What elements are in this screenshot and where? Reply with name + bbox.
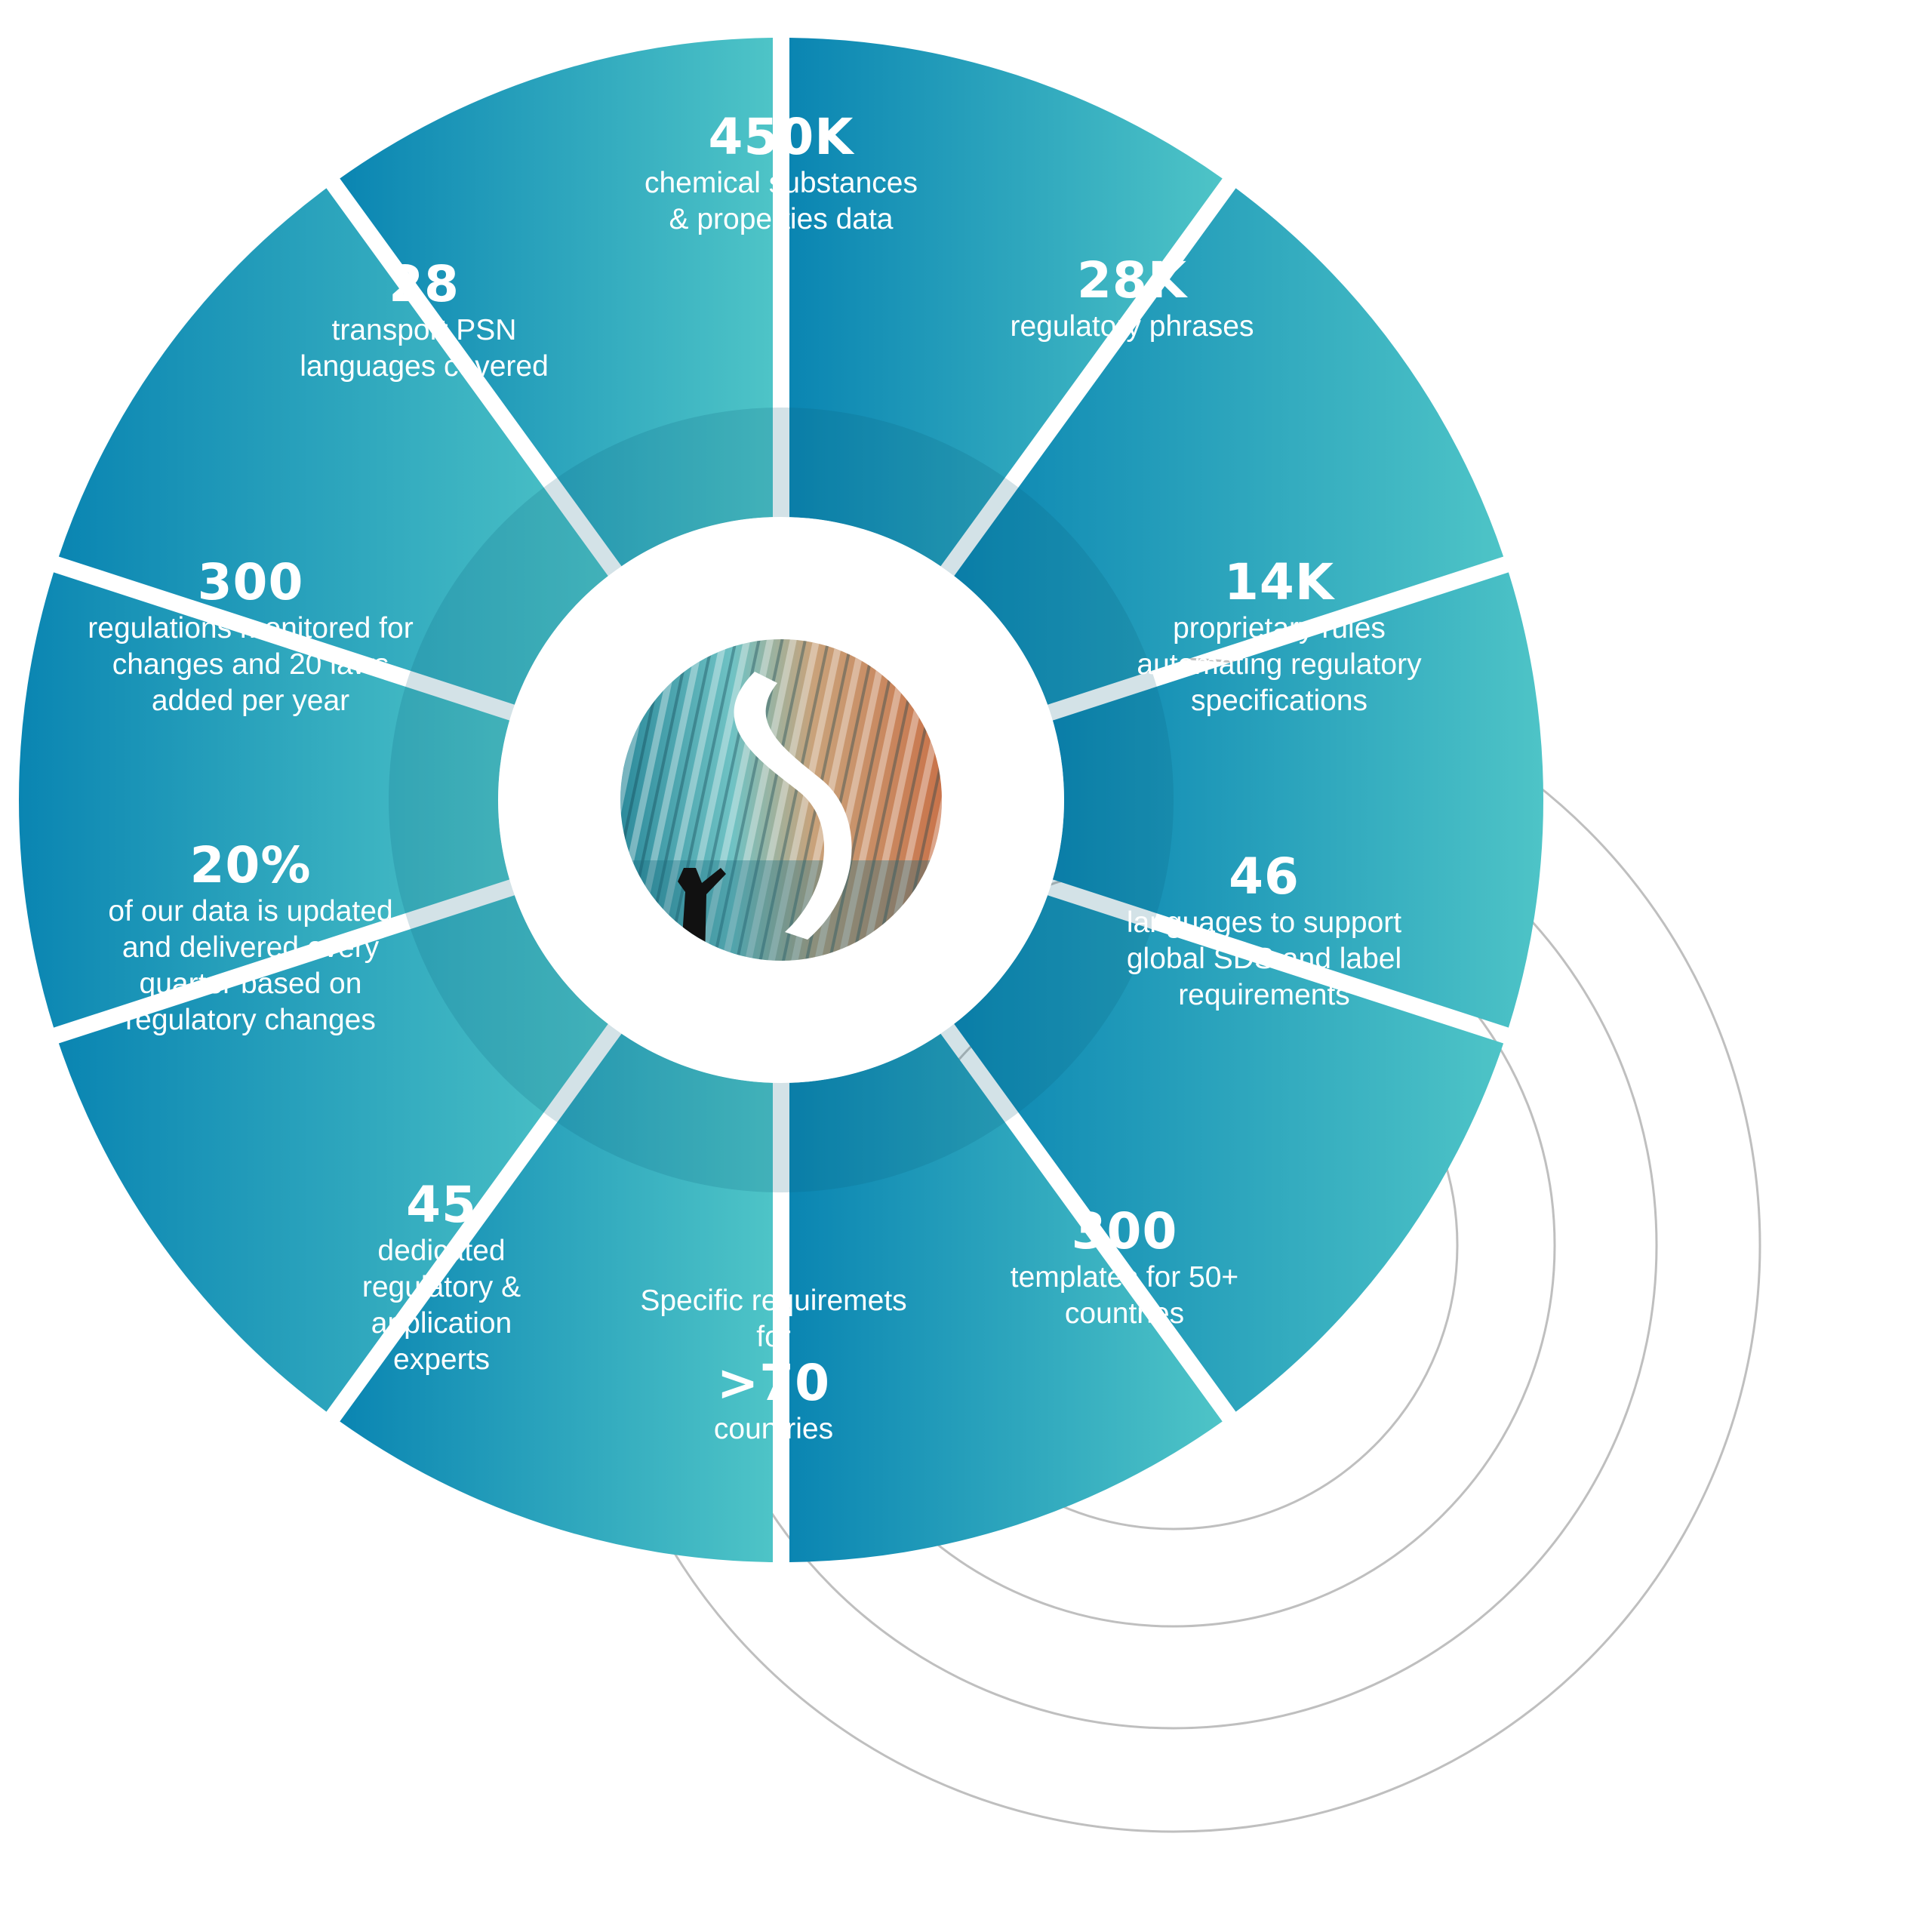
segment-description: languages to support global SDS and labe…	[1126, 906, 1402, 1011]
s-logo-photo-icon	[620, 639, 942, 961]
segment-value: 450K	[708, 108, 854, 166]
wheel-segment-experts	[340, 1033, 774, 1562]
segment-description: Specific requiremets for	[640, 1284, 907, 1353]
wheel-segment-substances	[340, 38, 774, 567]
wheel-segments	[19, 38, 1543, 1562]
segment-value: >70	[716, 1354, 831, 1412]
segment-value: 300	[1071, 1202, 1178, 1260]
segment-value: 45	[406, 1176, 477, 1234]
segment-label-updates: 20%of our data is updated and delivered …	[92, 838, 409, 1038]
segment-value: 14K	[1224, 553, 1334, 611]
segment-description: dedicated regulatory & application exper…	[361, 1235, 521, 1376]
segment-description: of our data is updated and delivered eve…	[108, 895, 393, 1036]
segment-value: 20%	[189, 836, 312, 894]
segment-description: chemical substances & properties data	[644, 167, 918, 235]
segment-description: countries	[713, 1413, 834, 1445]
wheel-segment-psn	[58, 188, 608, 705]
wheel-segment-regulations	[19, 572, 510, 1028]
segment-description: regulations monitored for changes and 20…	[88, 612, 414, 717]
segment-description: templates for 50+ countries	[1010, 1261, 1239, 1330]
wheel-segment-countries	[789, 1033, 1223, 1562]
segment-value: 28K	[1077, 251, 1187, 309]
segment-value: 46	[1229, 848, 1300, 906]
segment-value: 28	[389, 255, 460, 313]
segment-description: proprietary rules automating regulatory …	[1137, 612, 1422, 717]
wheel-segment-languages	[1052, 572, 1543, 1028]
wheel-segment-updates	[58, 895, 608, 1412]
wheel-segment-phrases	[789, 38, 1223, 567]
segment-description: transport PSN languages covered	[300, 314, 549, 383]
s-mark	[734, 672, 852, 940]
wheel-segment-rules	[954, 188, 1504, 705]
wheel-segment-templates	[954, 895, 1504, 1412]
segment-description: regulatory phrases	[1010, 310, 1254, 343]
segment-value: 300	[197, 553, 304, 611]
